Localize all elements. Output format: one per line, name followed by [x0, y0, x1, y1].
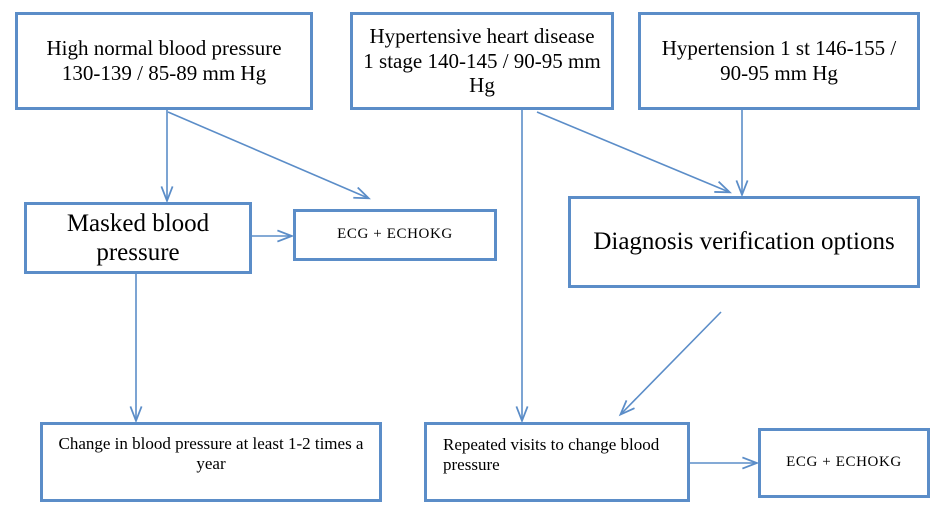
hypertension-stage-1-box[interactable]: Hypertension 1 st 146-155 / 90-95 mm Hg	[638, 12, 920, 110]
edge-high-normal-to-ecg-upper	[167, 111, 368, 198]
ecg-echokg-upper-label: ECG + ECHOKG	[337, 226, 453, 243]
edge-diagnosis-to-repeated-visits	[621, 311, 722, 414]
ecg-echokg-box-lower[interactable]: ECG + ECHOKG	[758, 428, 930, 498]
hypertensive-heart-disease-label: Hypertensive heart disease 1 stage 140-1…	[363, 23, 601, 98]
change-in-blood-pressure-label: Change in blood pressure at least 1-2 ti…	[58, 434, 364, 474]
hypertensive-heart-disease-box[interactable]: Hypertensive heart disease 1 stage 140-1…	[350, 12, 614, 110]
ecg-echokg-box-upper[interactable]: ECG + ECHOKG	[293, 209, 497, 261]
high-normal-blood-pressure-box[interactable]: High normal blood pressure 130-139 / 85-…	[15, 12, 313, 110]
repeated-visits-box[interactable]: Repeated visits to change blood pressure	[424, 422, 690, 502]
edge-heart-disease-to-diagnosis	[536, 111, 729, 192]
high-normal-blood-pressure-label: High normal blood pressure 130-139 / 85-…	[46, 36, 282, 85]
masked-blood-pressure-label: Masked blood pressure	[66, 209, 210, 267]
masked-blood-pressure-box[interactable]: Masked blood pressure	[24, 202, 252, 274]
change-in-blood-pressure-box[interactable]: Change in blood pressure at least 1-2 ti…	[40, 422, 382, 502]
diagnosis-verification-options-box[interactable]: Diagnosis verification options	[568, 196, 920, 288]
diagnosis-verification-options-label: Diagnosis verification options	[593, 228, 895, 256]
ecg-echokg-lower-label: ECG + ECHOKG	[786, 454, 902, 471]
repeated-visits-label: Repeated visits to change blood pressure	[443, 435, 660, 475]
hypertension-stage-1-label: Hypertension 1 st 146-155 / 90-95 mm Hg	[661, 36, 897, 85]
